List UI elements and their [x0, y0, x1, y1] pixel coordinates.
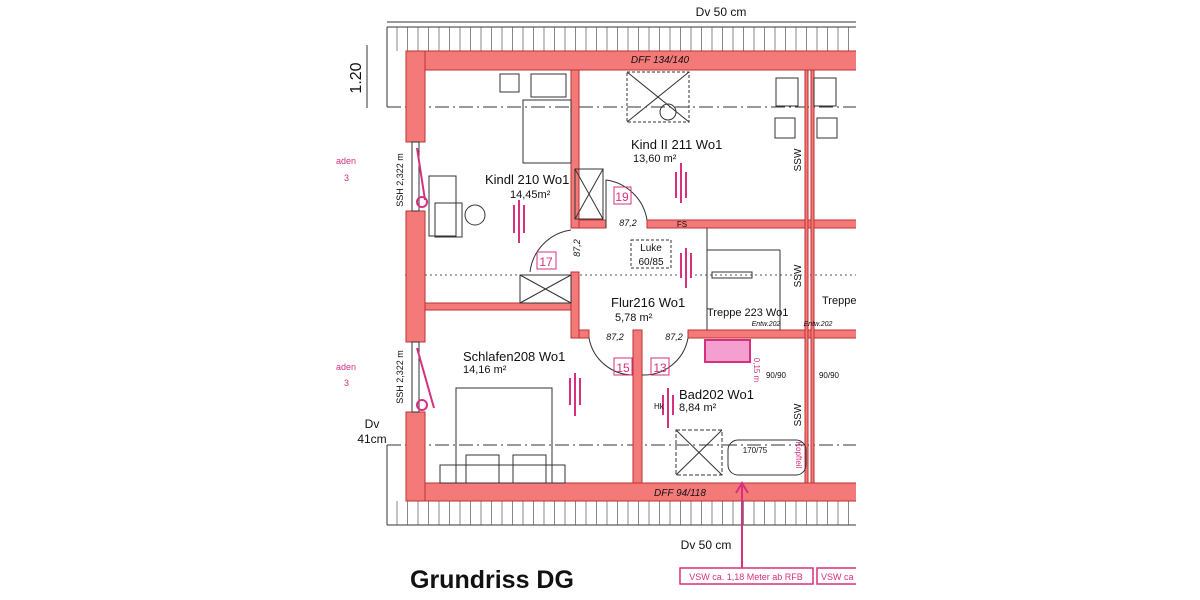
ssw-label: SSW [793, 403, 804, 426]
window-schlafen [411, 341, 420, 413]
hatch-outline [630, 239, 672, 269]
drain-label: Entw.202 [752, 321, 781, 328]
height-label: 0,15 m [752, 358, 761, 383]
dormer-label: DFF 94/118 [654, 488, 706, 499]
dim-left-2: 41cm [357, 432, 386, 446]
svg-text:15: 15 [616, 361, 630, 375]
roof-overhang-top [386, 21, 856, 107]
side-note: aden [336, 156, 356, 166]
door-width: 87,2 [572, 239, 582, 257]
tub-head-label: Kopfteil [794, 442, 803, 469]
dormer-label: DFF 134/140 [631, 55, 690, 66]
room-area: 14,45m² [510, 189, 551, 201]
door-number-17: 17 [536, 251, 557, 270]
drain-label: Entw.202 [804, 321, 833, 328]
page-title: Grundriss DG [410, 566, 574, 594]
room-area: 13,60 m² [633, 153, 677, 165]
ssw-label: SSW [793, 264, 804, 287]
tub-size: 170/75 [743, 446, 768, 455]
side-note: 3 [344, 173, 349, 183]
roof-overhang-bottom [386, 445, 856, 526]
walls [405, 50, 856, 502]
dim-bottom: Dv 50 cm [681, 538, 732, 552]
room-name: Bad202 Wo1 [679, 387, 754, 402]
heating-icons [513, 163, 692, 428]
dim-overhang: 1.20 [348, 62, 365, 93]
vsw-note: VSW ca. 1,18 Meter ab RFB [679, 567, 814, 585]
room-name: Kind II 211 Wo1 [631, 137, 722, 152]
side-note: aden [336, 362, 356, 372]
window-swing [416, 347, 435, 409]
shower-size: 90/90 [766, 371, 787, 380]
arrow-head-icon [735, 481, 749, 494]
vsw-note-2: VSW ca [816, 567, 856, 585]
svg-text:VSW ca: VSW ca [821, 572, 854, 582]
room-area: 8,84 m² [679, 402, 717, 414]
room-name: Flur216 Wo1 [611, 295, 685, 310]
furniture [428, 71, 838, 484]
door-width: 87,2 [606, 332, 624, 342]
dim-top: Dv 50 cm [696, 5, 747, 19]
svg-text:17: 17 [539, 255, 553, 269]
door-width: 87,2 [665, 332, 683, 342]
door-number-13: 13 [650, 357, 670, 376]
room-name: Schlafen208 Wo1 [463, 349, 565, 364]
window-label: SSH 2,322 m [395, 153, 405, 207]
window-kindl [411, 141, 420, 212]
hatch-label: Luke [640, 243, 662, 254]
svg-text:19: 19 [615, 190, 629, 204]
radiator-valve-icon [416, 399, 428, 411]
ssw-label: SSW [793, 148, 804, 171]
room-name: Treppe 223 Wo1 [707, 307, 788, 319]
radiator-valve-icon [416, 196, 428, 208]
fs-label: FS [677, 220, 687, 229]
room-name: Treppe [822, 295, 856, 307]
door-width: 87,2 [619, 218, 637, 228]
room-name: Kindl 210 Wo1 [485, 172, 569, 187]
door-number-19: 19 [613, 186, 632, 205]
room-area: 5,78 m² [615, 312, 653, 324]
shower-size: 90/90 [819, 371, 840, 380]
door-number-15: 15 [613, 357, 633, 376]
doors [529, 179, 689, 376]
svg-text:13: 13 [653, 361, 667, 375]
side-note: 3 [344, 378, 349, 388]
room-area: 14,16 m² [463, 364, 507, 376]
svg-text:VSW ca. 1,18 Meter ab RFB: VSW ca. 1,18 Meter ab RFB [689, 572, 803, 582]
window-swing [416, 147, 426, 201]
hatch-size: 60/85 [638, 257, 663, 268]
radiator-label: Hk [654, 402, 665, 411]
dim-left-1: Dv [365, 417, 380, 431]
window-label: SSH 2,322 m [395, 350, 405, 404]
